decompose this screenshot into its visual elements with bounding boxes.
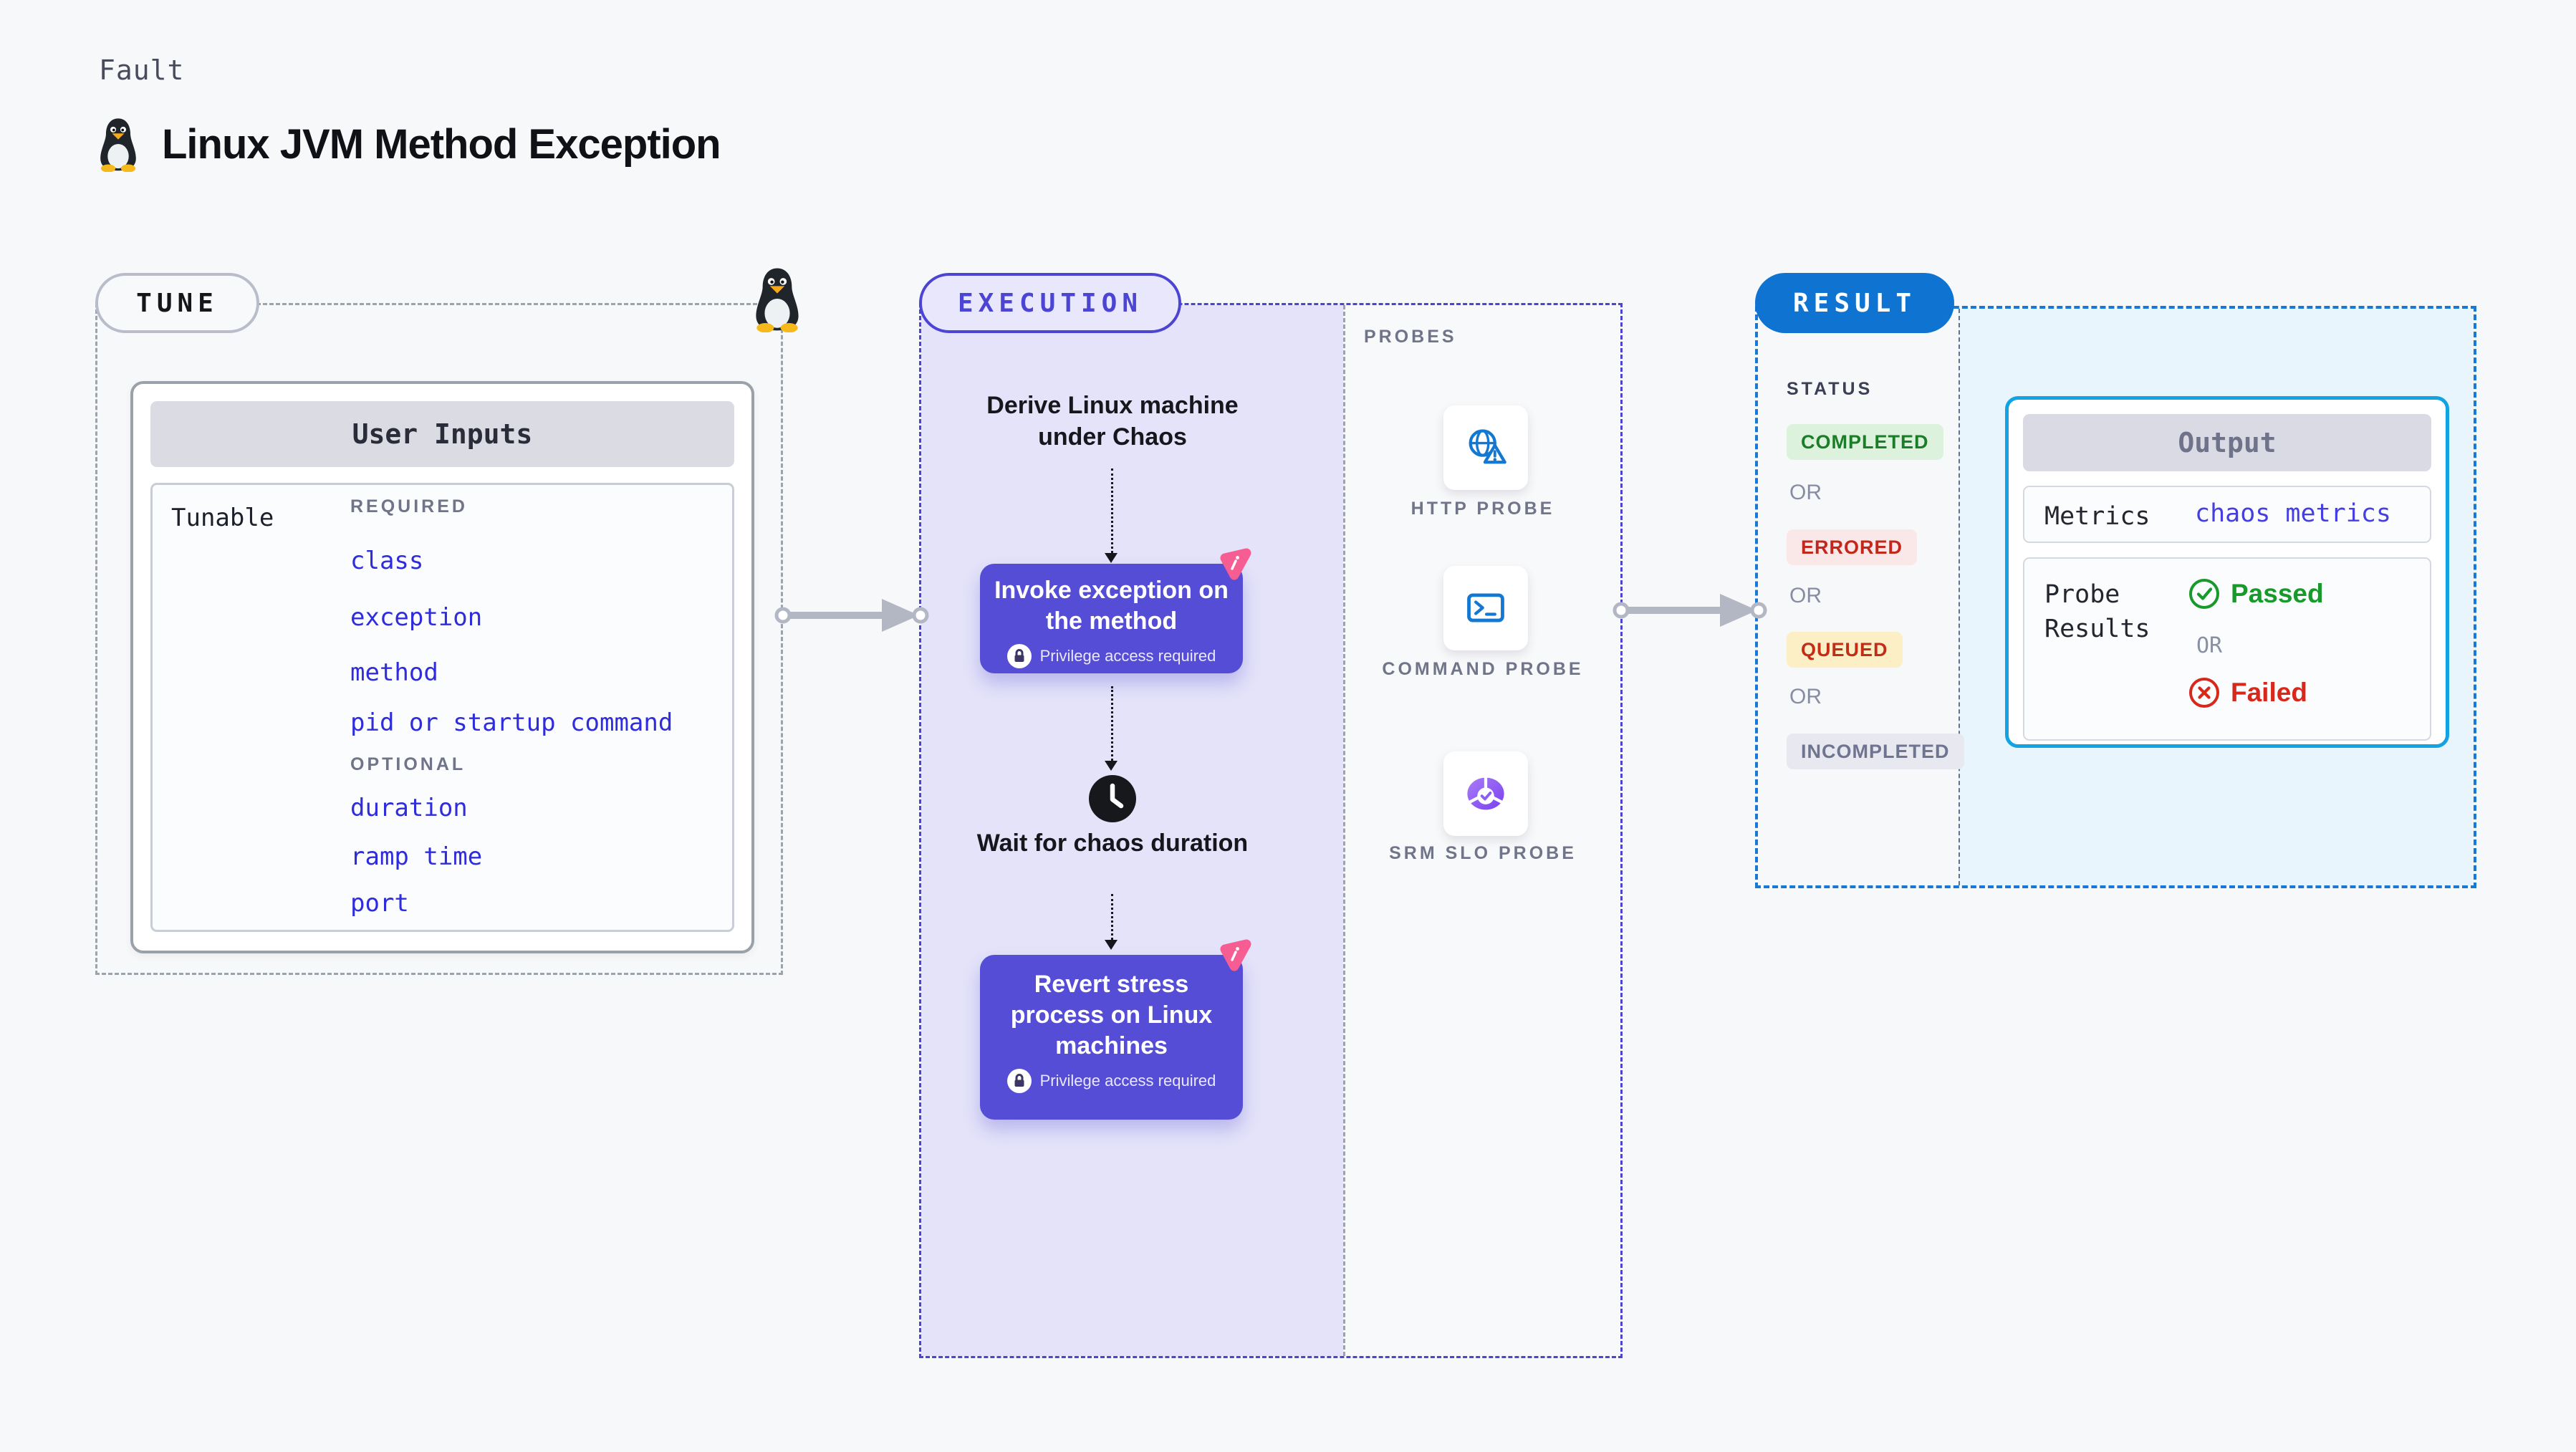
output-header: Output (2023, 414, 2431, 471)
tunable-item-pid-or-startup-command[interactable]: pid or startup command (350, 708, 673, 737)
status-badge-completed: COMPLETED (1787, 424, 1943, 460)
probe-results-label: Probe Results (2044, 580, 2150, 643)
probes-panel: PROBES HTTP PROBE COMMA (1343, 305, 1620, 1356)
tune-section-pill: TUNE (95, 273, 259, 333)
or-separator: OR (1789, 584, 1822, 607)
tunables-panel: Tunable REQUIRED class exception method … (150, 483, 734, 932)
tune-to-execution-arrow (774, 599, 929, 632)
lock-icon (1006, 644, 1032, 668)
metrics-label: Metrics (2044, 502, 2150, 531)
tunable-item-exception[interactable]: exception (350, 603, 483, 632)
page-title: Linux JVM Method Exception (162, 120, 721, 168)
tunable-label: Tunable (171, 504, 274, 532)
probe-result-failed: Failed (2188, 676, 2307, 709)
passed-label: Passed (2231, 579, 2324, 608)
or-separator: OR (1789, 481, 1822, 504)
tunable-item-duration[interactable]: duration (350, 794, 468, 822)
status-badge-queued: QUEUED (1787, 632, 1903, 668)
probe-results-row: Probe Results Passed OR Failed (2023, 557, 2431, 741)
chaos-step-badge-icon (1220, 548, 1251, 580)
http-probe-tile[interactable] (1443, 405, 1528, 490)
user-inputs-header: User Inputs (150, 401, 734, 467)
tunable-item-port[interactable]: port (350, 889, 409, 918)
optional-label: OPTIONAL (350, 754, 466, 774)
chaos-step-badge-icon (1220, 939, 1251, 971)
privilege-note: Privilege access required (1039, 1072, 1216, 1090)
result-section-pill: RESULT (1755, 273, 1954, 333)
tunable-item-ramp-time[interactable]: ramp time (350, 842, 483, 871)
connector-arrow-down-icon (1105, 468, 1118, 563)
failed-label: Failed (2231, 678, 2307, 707)
tune-section-box (95, 303, 783, 975)
tunable-item-class[interactable]: class (350, 547, 424, 575)
execution-section-box: Derive Linux machine under Chaos Invoke … (919, 303, 1623, 1358)
http-probe-label: HTTP PROBE (1410, 499, 1555, 519)
connector-arrow-down-icon (1105, 894, 1118, 950)
user-inputs-card: User Inputs Tunable REQUIRED class excep… (130, 381, 754, 953)
srm-slo-probe-label: SRM SLO PROBE (1389, 843, 1577, 863)
command-probe-tile[interactable] (1443, 566, 1528, 650)
output-card: Output Metrics chaos metrics Probe Resul… (2005, 396, 2449, 748)
required-label: REQUIRED (350, 496, 468, 516)
command-probe-label: COMMAND PROBE (1382, 659, 1584, 679)
wait-step-text: Wait for chaos duration (976, 830, 1249, 857)
x-circle-icon (2189, 678, 2219, 708)
result-section-box: STATUS COMPLETED OR ERRORED OR QUEUED OR… (1755, 306, 2476, 888)
revert-stress-step-card[interactable]: Revert stress process on Linux machines … (980, 955, 1243, 1120)
globe-alert-icon (1469, 429, 1506, 464)
connector-arrow-down-icon (1105, 686, 1118, 771)
invoke-exception-step-card[interactable]: Invoke exception on the method Privilege… (980, 564, 1243, 673)
invoke-step-title: Invoke exception on the method (994, 577, 1229, 635)
derive-step-text: Derive Linux machine under Chaos (986, 392, 1239, 451)
slo-gauge-icon (1467, 777, 1504, 810)
metrics-value[interactable]: chaos metrics (2195, 499, 2391, 528)
metrics-row: Metrics chaos metrics (2023, 486, 2431, 543)
check-circle-icon (2189, 579, 2219, 609)
revert-step-title: Revert stress process on Linux machines (1010, 971, 1213, 1059)
tunable-item-method[interactable]: method (350, 658, 438, 687)
status-label: STATUS (1787, 379, 1873, 399)
or-separator: OR (2196, 633, 2223, 658)
terminal-icon (1467, 593, 1504, 622)
srm-slo-probe-tile[interactable] (1443, 751, 1528, 836)
linux-tux-corner-icon (756, 268, 799, 332)
or-separator: OR (1789, 685, 1822, 708)
probe-result-passed: Passed (2188, 577, 2324, 610)
lock-icon (1006, 1069, 1032, 1093)
clock-icon (1089, 775, 1136, 822)
privilege-note: Privilege access required (1039, 647, 1216, 665)
execution-section-pill: EXECUTION (919, 273, 1181, 333)
probes-label: PROBES (1364, 327, 1457, 347)
status-badge-errored: ERRORED (1787, 529, 1918, 565)
linux-tux-icon (100, 118, 136, 172)
status-badge-incompleted: INCOMPLETED (1787, 734, 1964, 769)
execution-flow-area: Derive Linux machine under Chaos Invoke … (921, 305, 1343, 1356)
execution-to-result-arrow (1613, 594, 1767, 627)
fault-kicker: Fault (99, 54, 185, 86)
page-title-row: Linux JVM Method Exception (96, 116, 721, 172)
